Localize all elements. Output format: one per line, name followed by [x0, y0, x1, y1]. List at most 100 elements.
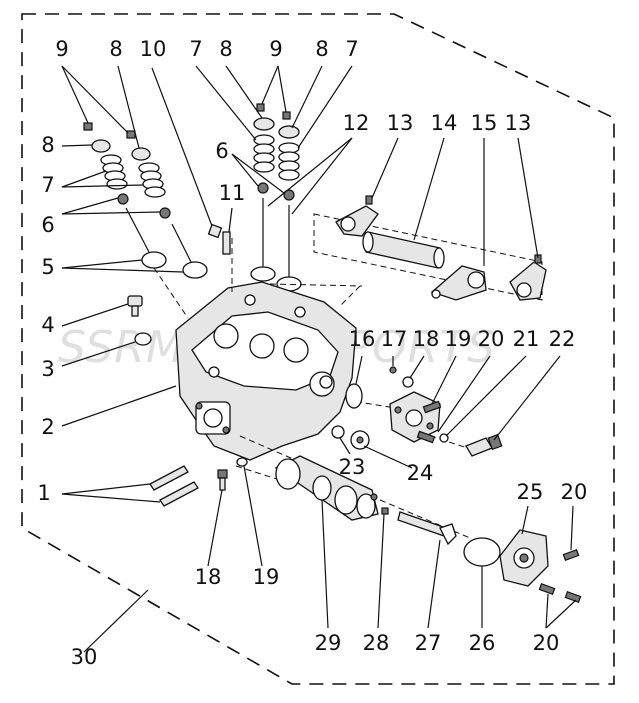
bolt — [217, 469, 228, 491]
small-washer — [389, 366, 397, 374]
small-washer — [402, 376, 414, 388]
right-valve-train — [250, 103, 302, 292]
camshaft — [274, 455, 379, 521]
callout-5: 5 — [41, 255, 54, 279]
left-valve-train — [83, 122, 231, 279]
bolt — [562, 549, 580, 561]
cap-bolt — [127, 295, 143, 317]
plug — [350, 430, 370, 450]
sensor — [465, 433, 503, 457]
valve-spring — [138, 162, 166, 198]
bolt — [422, 400, 442, 414]
spring-retainer — [131, 147, 151, 161]
callout-2: 2 — [41, 415, 54, 439]
callout-7: 7 — [189, 37, 202, 61]
small-parts-cluster — [389, 366, 414, 388]
valve — [125, 207, 167, 269]
valve-spring — [253, 134, 275, 173]
valve-keeper — [126, 130, 136, 139]
tensioner-body — [389, 391, 441, 443]
valve-stem-seal — [159, 207, 171, 219]
rocker-assembly — [313, 195, 547, 301]
cover-o-ring — [463, 537, 501, 567]
valve — [276, 205, 302, 292]
valve-port — [213, 323, 239, 349]
callout-labels: 9 8 10 7 8 9 8 7 12 13 14 15 13 8 6 7 11… — [37, 37, 587, 669]
valve-port — [283, 337, 309, 363]
callout-19: 19 — [253, 565, 280, 589]
callout-18: 18 — [413, 327, 440, 351]
gasket-o-ring — [345, 383, 363, 409]
valve-stem-seal — [117, 193, 129, 205]
sealing-washer — [134, 332, 152, 346]
valve-port — [249, 333, 275, 359]
callout-20: 20 — [561, 480, 588, 504]
valve — [171, 223, 208, 279]
rocker-arm — [430, 265, 487, 301]
callout-27: 27 — [415, 631, 442, 655]
callout-26: 26 — [469, 631, 496, 655]
valve-stem-seal — [257, 182, 269, 194]
callout-11: 11 — [219, 181, 246, 205]
callout-8: 8 — [315, 37, 328, 61]
rocker-arm — [335, 195, 379, 237]
stud — [222, 231, 231, 255]
callout-19: 19 — [445, 327, 472, 351]
callout-20: 20 — [533, 631, 560, 655]
callout-9: 9 — [269, 37, 282, 61]
callout-29: 29 — [315, 631, 342, 655]
bolt — [564, 591, 582, 603]
side-cover — [499, 529, 549, 587]
push-rod — [397, 511, 457, 546]
callout-21: 21 — [513, 327, 540, 351]
callout-14: 14 — [431, 111, 458, 135]
spring-retainer — [91, 139, 111, 153]
callout-8: 8 — [219, 37, 232, 61]
callout-16: 16 — [349, 327, 376, 351]
callout-8: 8 — [109, 37, 122, 61]
bolt — [538, 583, 556, 595]
bolt — [416, 430, 436, 444]
valve-spring — [278, 142, 300, 181]
callout-6: 6 — [215, 139, 228, 163]
callout-13: 13 — [505, 111, 532, 135]
assembly-boundary — [21, 13, 615, 685]
cylinder-head — [175, 281, 357, 461]
callout-8: 8 — [41, 133, 54, 157]
callout-10: 10 — [140, 37, 167, 61]
valve-stem-seal — [283, 189, 295, 201]
valve-spring — [100, 154, 128, 190]
callout-25: 25 — [517, 480, 544, 504]
callout-17: 17 — [381, 327, 408, 351]
rocker-arm — [509, 254, 547, 301]
callout-7: 7 — [345, 37, 358, 61]
stud-bolts — [149, 465, 199, 507]
pin — [381, 507, 389, 515]
spring-retainer — [278, 125, 300, 139]
spark-plug-port — [319, 375, 333, 389]
spring-retainer — [253, 117, 275, 131]
callout-1: 1 — [37, 481, 50, 505]
callout-24: 24 — [407, 461, 434, 485]
callout-3: 3 — [41, 357, 54, 381]
callout-30: 30 — [71, 645, 98, 669]
valve-keeper — [83, 122, 93, 131]
callout-18: 18 — [195, 565, 222, 589]
callout-6: 6 — [41, 213, 54, 237]
rocker-shaft — [362, 231, 445, 269]
nut — [207, 223, 223, 239]
callout-13: 13 — [387, 111, 414, 135]
callout-20: 20 — [478, 327, 505, 351]
o-ring — [331, 425, 345, 439]
callout-4: 4 — [41, 313, 54, 337]
callout-9: 9 — [55, 37, 68, 61]
leader-lines — [61, 65, 577, 653]
washer — [236, 457, 248, 467]
valve — [250, 198, 276, 282]
callout-7: 7 — [41, 173, 54, 197]
valve-keeper — [282, 111, 291, 120]
callout-22: 22 — [549, 327, 576, 351]
valve-keeper — [256, 103, 265, 112]
callout-28: 28 — [363, 631, 390, 655]
